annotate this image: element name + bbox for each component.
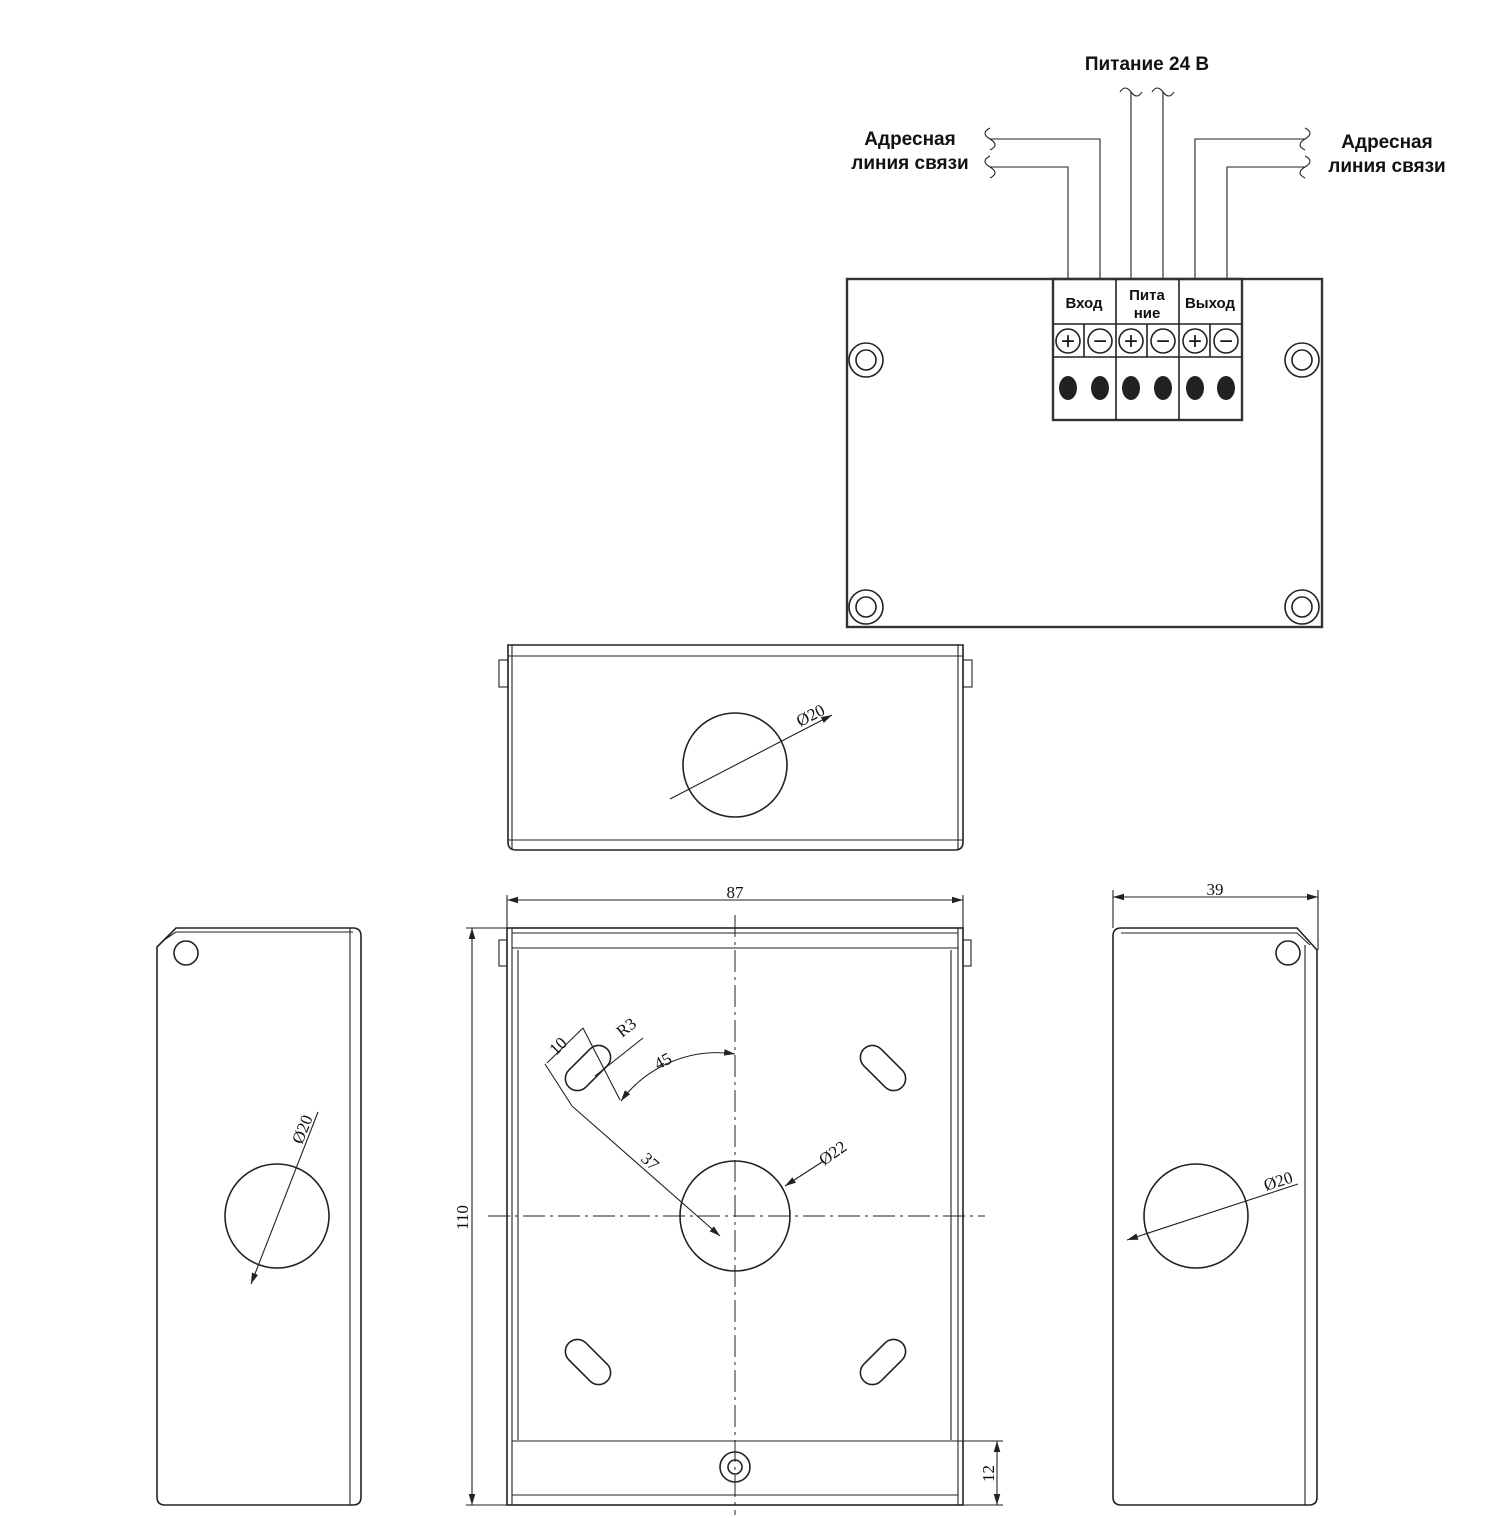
left-hole-dim: Ø20 xyxy=(288,1112,317,1146)
terminal-block: Вход Пита ние Выход + − + − + − xyxy=(1051,277,1244,422)
top-view: Ø20 xyxy=(498,644,973,851)
top-hole-dim: Ø20 xyxy=(793,700,828,730)
bottom-band-dim: 12 xyxy=(979,1465,998,1482)
right-side-view: 39 Ø20 xyxy=(1112,880,1319,1506)
left-side-view: Ø20 xyxy=(156,927,362,1506)
height-dim: 110 xyxy=(453,1205,472,1230)
plus-icon: + xyxy=(1188,328,1202,355)
power-label: Питание 24 В xyxy=(1085,54,1209,75)
mount-holes xyxy=(848,342,1320,625)
center-hole-dim: Ø22 xyxy=(815,1137,850,1169)
right-line-label-2: линия связи xyxy=(1328,156,1445,177)
mount-slots xyxy=(564,1044,907,1386)
left-line-label-1: Адресная xyxy=(864,129,955,150)
right-line-label-1: Адресная xyxy=(1341,132,1432,153)
terminal-output-label: Выход xyxy=(1185,295,1236,312)
wires xyxy=(984,87,1311,279)
terminal-screws xyxy=(1059,376,1235,400)
minus-icon: − xyxy=(1219,328,1233,355)
slot-width-dim: 10 xyxy=(545,1033,570,1058)
slot-distance-dim: 37 xyxy=(637,1149,663,1175)
angle-dim: 45 xyxy=(651,1049,675,1074)
plus-icon: + xyxy=(1124,328,1138,355)
depth-dim: 39 xyxy=(1207,880,1224,899)
minus-icon: − xyxy=(1093,328,1107,355)
terminal-power-label-2: ние xyxy=(1134,305,1161,322)
terminal-input-label: Вход xyxy=(1065,295,1103,312)
minus-icon: − xyxy=(1156,328,1170,355)
front-view: 87 110 12 10 R3 45 37 Ø22 xyxy=(453,883,1003,1515)
plus-icon: + xyxy=(1061,328,1075,355)
wiring-diagram: Питание 24 В Адресная линия связи Адресн… xyxy=(845,54,1446,629)
slot-radius-dim: R3 xyxy=(613,1014,640,1041)
width-dim: 87 xyxy=(727,883,745,902)
right-hole-dim: Ø20 xyxy=(1261,1168,1295,1195)
left-line-label-2: линия связи xyxy=(851,153,968,174)
terminal-power-label-1: Пита xyxy=(1129,287,1165,304)
